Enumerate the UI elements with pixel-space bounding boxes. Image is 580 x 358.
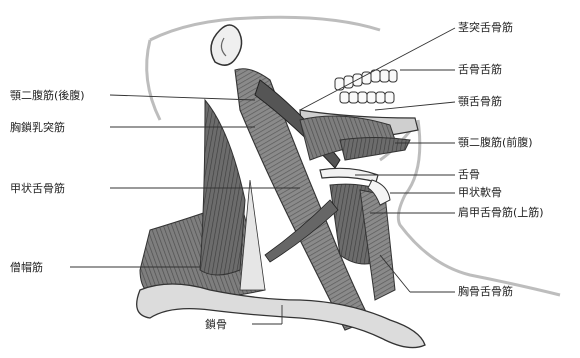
label-mylohyoid: 顎舌骨筋 bbox=[458, 96, 502, 108]
label-clavicle: 鎖骨 bbox=[205, 319, 227, 331]
label-thyrohyoid: 甲状舌骨筋 bbox=[10, 183, 65, 195]
label-hyoid: 舌骨 bbox=[458, 169, 480, 181]
label-thyroid-cartilage: 甲状軟骨 bbox=[458, 187, 502, 199]
label-omohyoid-superior: 肩甲舌骨筋(上筋) bbox=[458, 207, 544, 219]
ear-shape bbox=[211, 25, 242, 65]
label-digastric-posterior: 顎二腹筋(後腹) bbox=[10, 90, 85, 102]
label-hyoglossus: 舌骨舌筋 bbox=[458, 64, 502, 76]
label-digastric-anterior: 顎二腹筋(前腹) bbox=[458, 137, 533, 149]
label-trapezius: 僧帽筋 bbox=[10, 262, 43, 274]
label-sternocleidomastoid: 胸鎖乳突筋 bbox=[10, 122, 65, 134]
label-stylohyoid: 茎突舌骨筋 bbox=[458, 22, 513, 34]
label-sternohyoid: 胸骨舌骨筋 bbox=[458, 286, 513, 298]
